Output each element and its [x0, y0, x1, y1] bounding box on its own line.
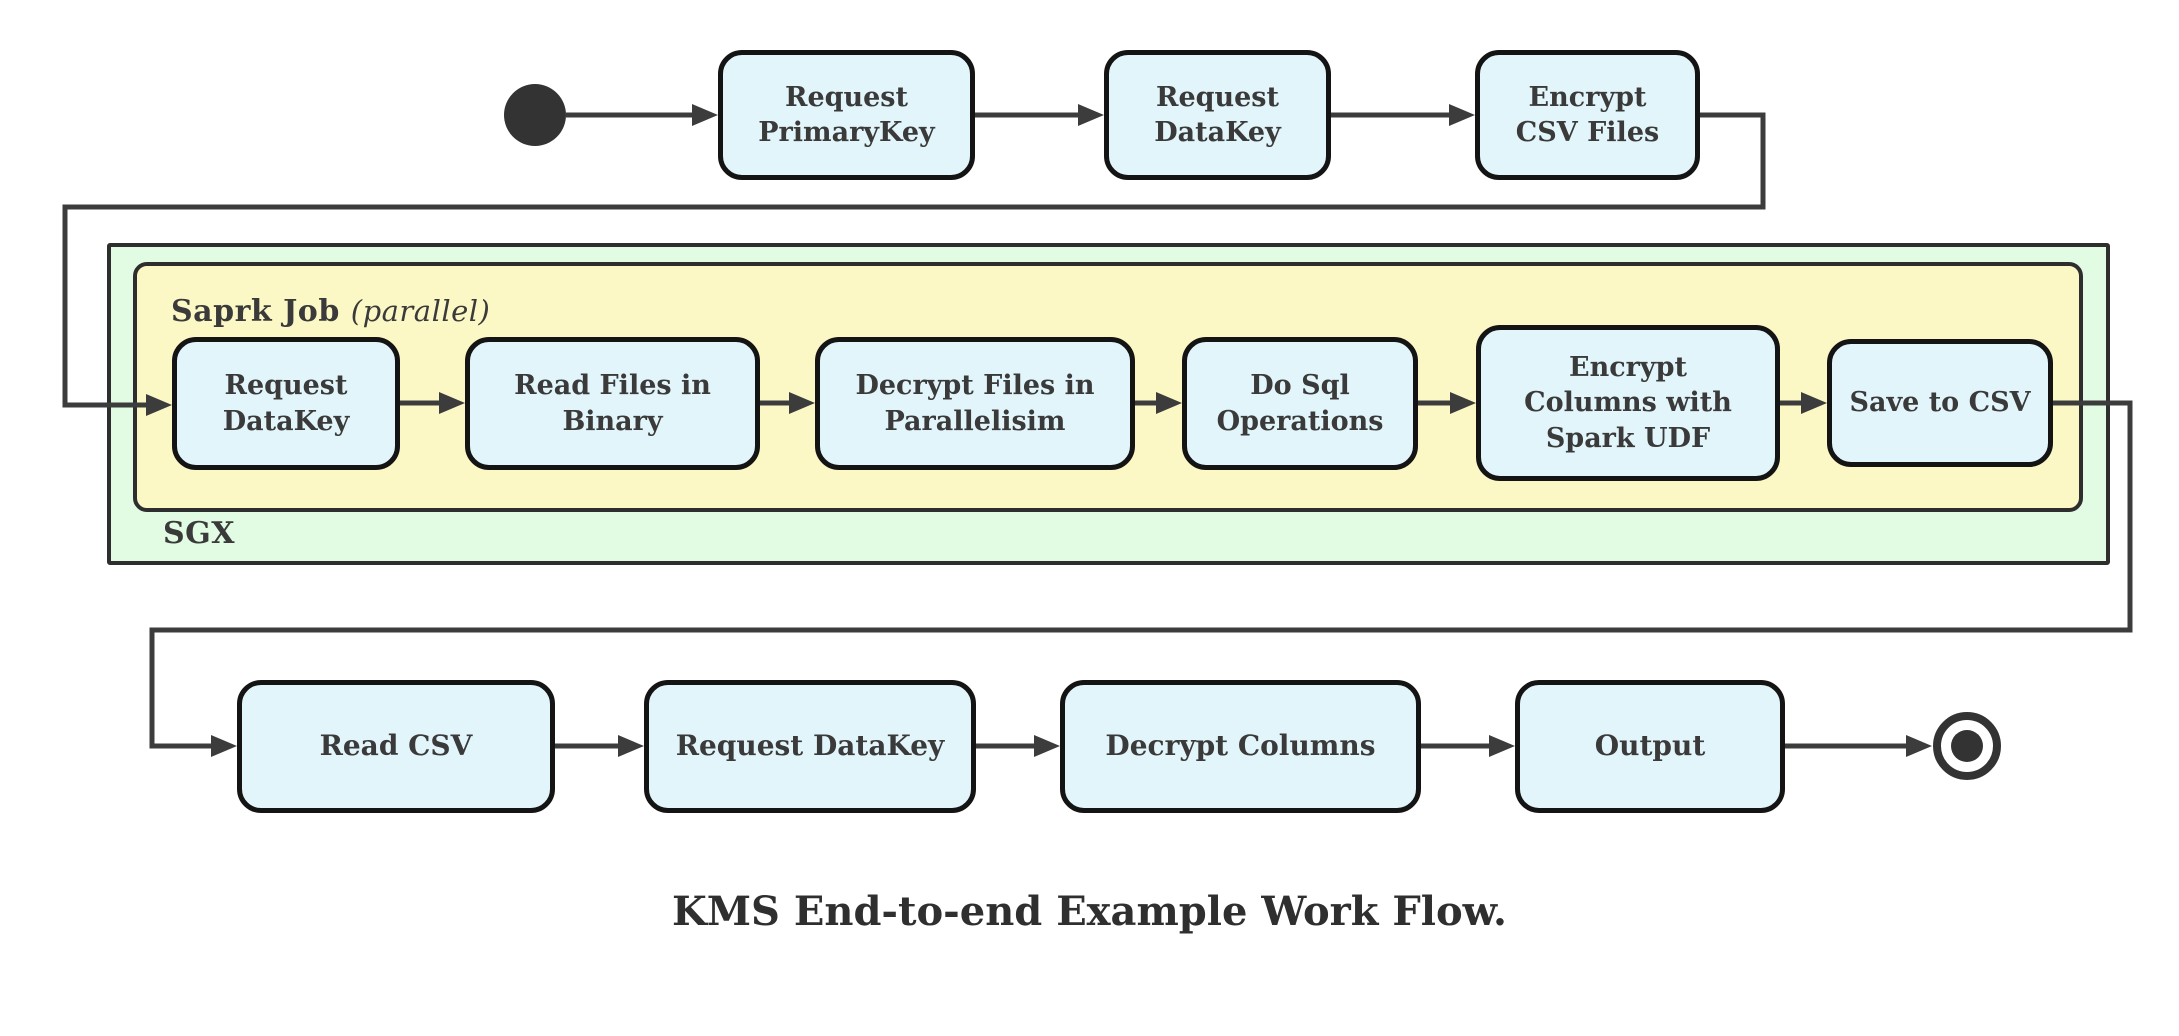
- spark-job-parallel-text: (parallel): [350, 294, 491, 328]
- spark-job-label: Saprk Job (parallel): [171, 294, 490, 329]
- activity-encrypt-csv-files: Encrypt CSV Files: [1475, 50, 1700, 180]
- sgx-label: SGX: [163, 516, 236, 551]
- activity-output: Output: [1515, 680, 1785, 813]
- spark-job-label-text: Saprk Job: [171, 294, 340, 329]
- end-node-icon: [1933, 712, 2001, 780]
- activity-read-csv: Read CSV: [237, 680, 555, 813]
- activity-encrypt-columns-spark-udf: Encrypt Columns with Spark UDF: [1476, 325, 1780, 481]
- activity-sgx-request-datakey: Request DataKey: [172, 337, 400, 470]
- activity-read-files-binary: Read Files in Binary: [465, 337, 760, 470]
- activity-request-datakey-2: Request DataKey: [644, 680, 976, 813]
- activity-save-to-csv: Save to CSV: [1827, 339, 2053, 467]
- activity-request-datakey: Request DataKey: [1104, 50, 1331, 180]
- diagram-caption: KMS End-to-end Example Work Flow.: [672, 888, 1507, 935]
- activity-do-sql-operations: Do Sql Operations: [1182, 337, 1418, 470]
- activity-decrypt-files-parallelism: Decrypt Files in Parallelisim: [815, 337, 1135, 470]
- activity-request-primarykey: Request PrimaryKey: [718, 50, 975, 180]
- start-node-icon: [504, 84, 566, 146]
- activity-decrypt-columns: Decrypt Columns: [1060, 680, 1421, 813]
